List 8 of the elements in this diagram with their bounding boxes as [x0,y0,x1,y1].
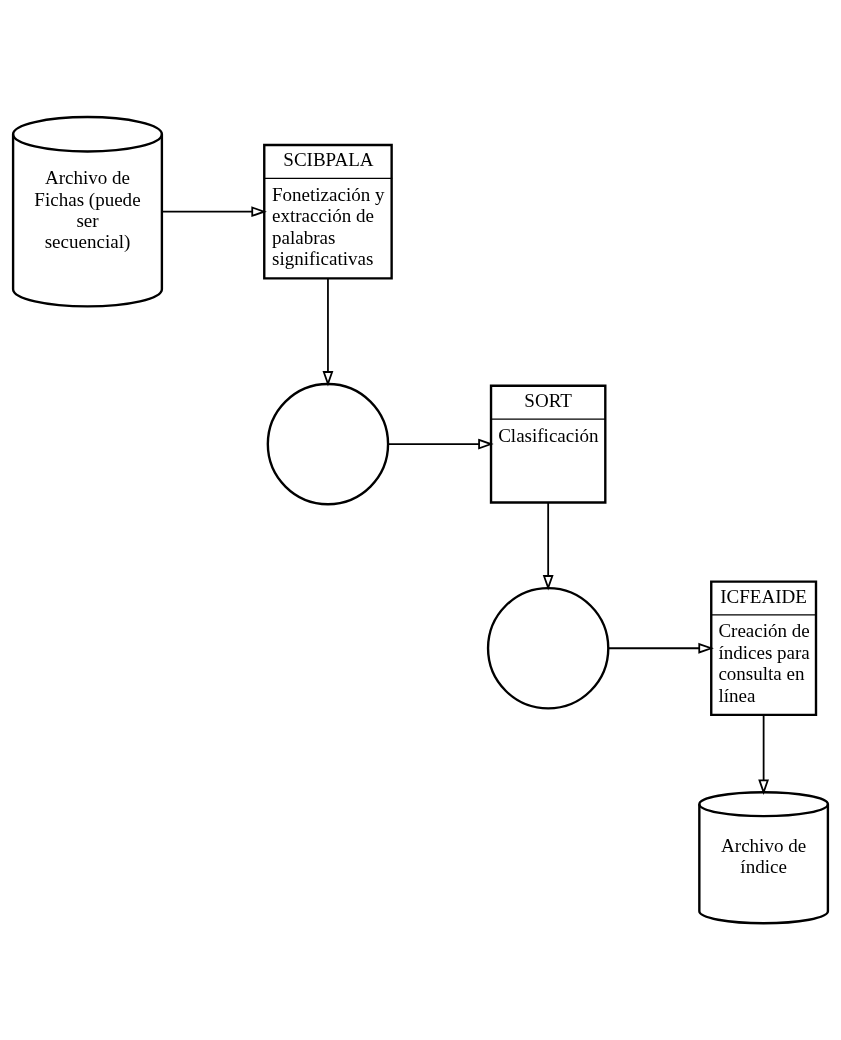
arrow [387,438,494,450]
arrow [607,642,714,654]
node-circle [486,586,610,710]
arrow [758,714,770,795]
node-circle [266,382,390,506]
arrow [542,501,554,591]
arrow [161,206,267,218]
arrow [322,277,334,387]
